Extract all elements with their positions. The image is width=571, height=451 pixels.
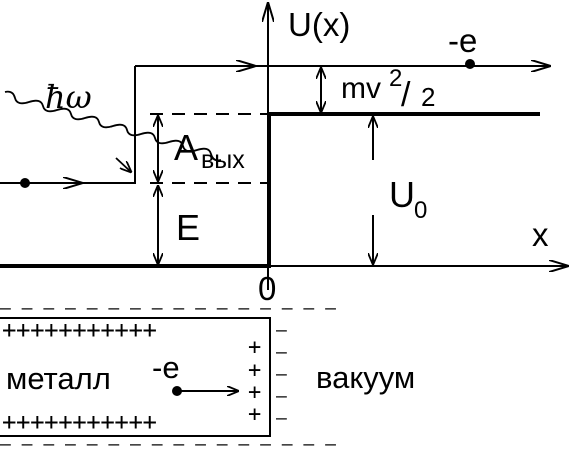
plus-row-bottom: +++++++++++ [2, 408, 157, 436]
electron-initial-dot [20, 178, 30, 188]
plus-col-3: + [248, 380, 261, 405]
metal-slab [0, 317, 271, 437]
vacuum-label: вакуум [316, 360, 415, 395]
minus-col-4: – [276, 386, 287, 407]
work-function-subscript: вых [201, 146, 245, 174]
minus-col-3: – [276, 364, 287, 385]
kinetic-exponent: 2 [389, 65, 402, 92]
potential-step [0, 112, 540, 268]
plus-col-1: + [248, 335, 261, 360]
electron-emitted-dot [465, 59, 475, 69]
metal-label: металл [6, 361, 111, 396]
electron-path [80, 66, 136, 184]
work-function-label: A [174, 127, 198, 168]
photon-label: ħω [45, 78, 92, 116]
barrier-label: U [389, 174, 415, 215]
plus-col-4: + [248, 402, 261, 427]
minus-col-5: – [276, 408, 287, 429]
minus-col-1: – [276, 320, 287, 341]
minus-row-top: – – – – – – – – – – – – – – – – [0, 298, 336, 319]
barrier-subscript: 0 [414, 197, 427, 224]
photon-wave [4, 90, 222, 162]
kinetic-denominator: 2 [421, 82, 435, 112]
u-axis-label: U(x) [288, 6, 350, 43]
minus-col-2: – [276, 342, 287, 363]
plus-row-top: +++++++++++ [2, 316, 157, 344]
origin-label: 0 [258, 270, 276, 307]
x-axis-label: x [532, 216, 549, 253]
kinetic-mv: mv [341, 72, 381, 105]
electron-bottom-label: -e [152, 350, 180, 385]
minus-row-bottom: – – – – – – – – – – – – – – – – [0, 434, 336, 451]
photon-arrowhead [115, 157, 131, 172]
kinetic-slash: / [401, 76, 411, 114]
energy-label: E [176, 207, 200, 248]
electron-top-label: -e [448, 22, 477, 59]
plus-col-2: + [248, 358, 261, 383]
